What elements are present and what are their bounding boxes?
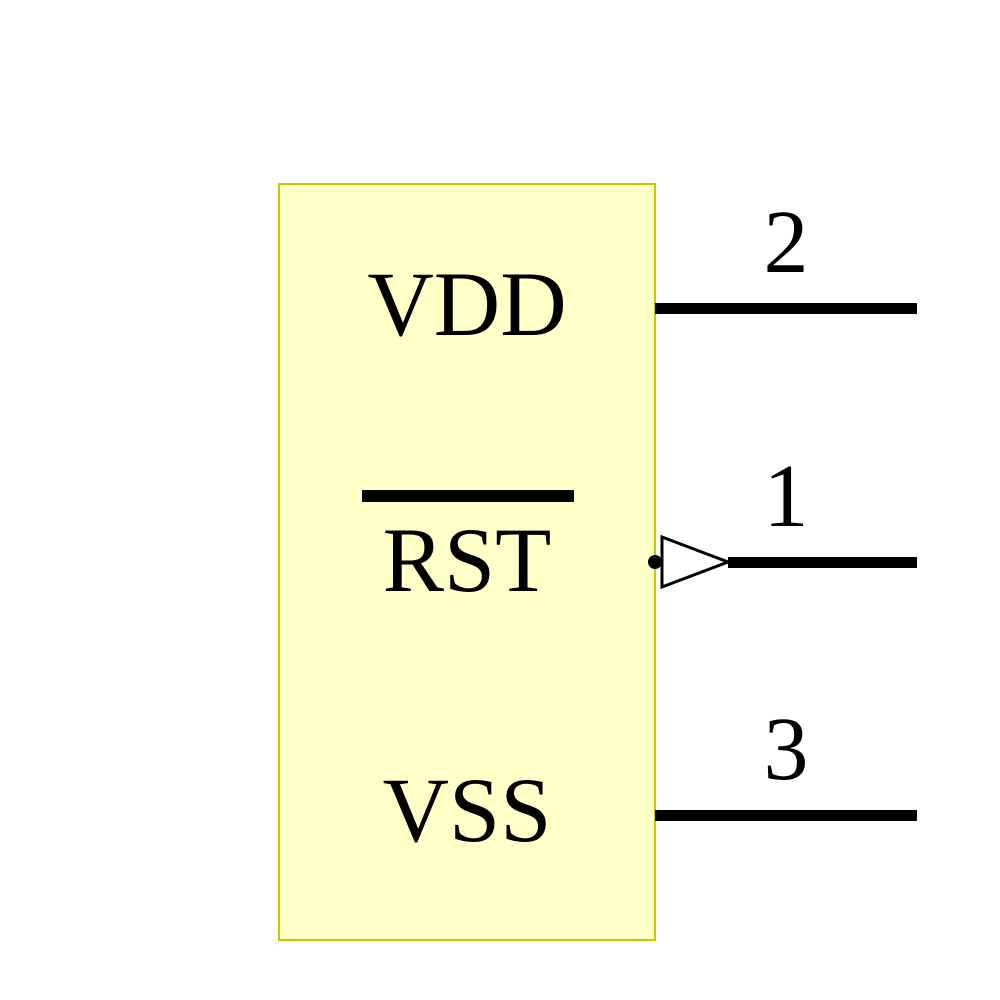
pin-label-vdd: VDD <box>367 253 567 355</box>
pin-number-rst: 1 <box>763 447 809 546</box>
pin-line-rst[interactable] <box>728 557 917 568</box>
pin-line-vdd[interactable] <box>655 303 917 314</box>
pin-label-rst: RST <box>382 509 552 611</box>
pin-origin-dot <box>648 555 662 569</box>
pin-number-vdd: 2 <box>763 193 809 292</box>
pin-label-vss: VSS <box>382 759 552 861</box>
inverted-input-triangle-icon <box>660 534 731 590</box>
component-body[interactable] <box>278 183 656 941</box>
pin-line-vss[interactable] <box>655 810 917 821</box>
pin-number-vss: 3 <box>763 700 809 799</box>
rst-active-low-overline <box>362 490 574 502</box>
